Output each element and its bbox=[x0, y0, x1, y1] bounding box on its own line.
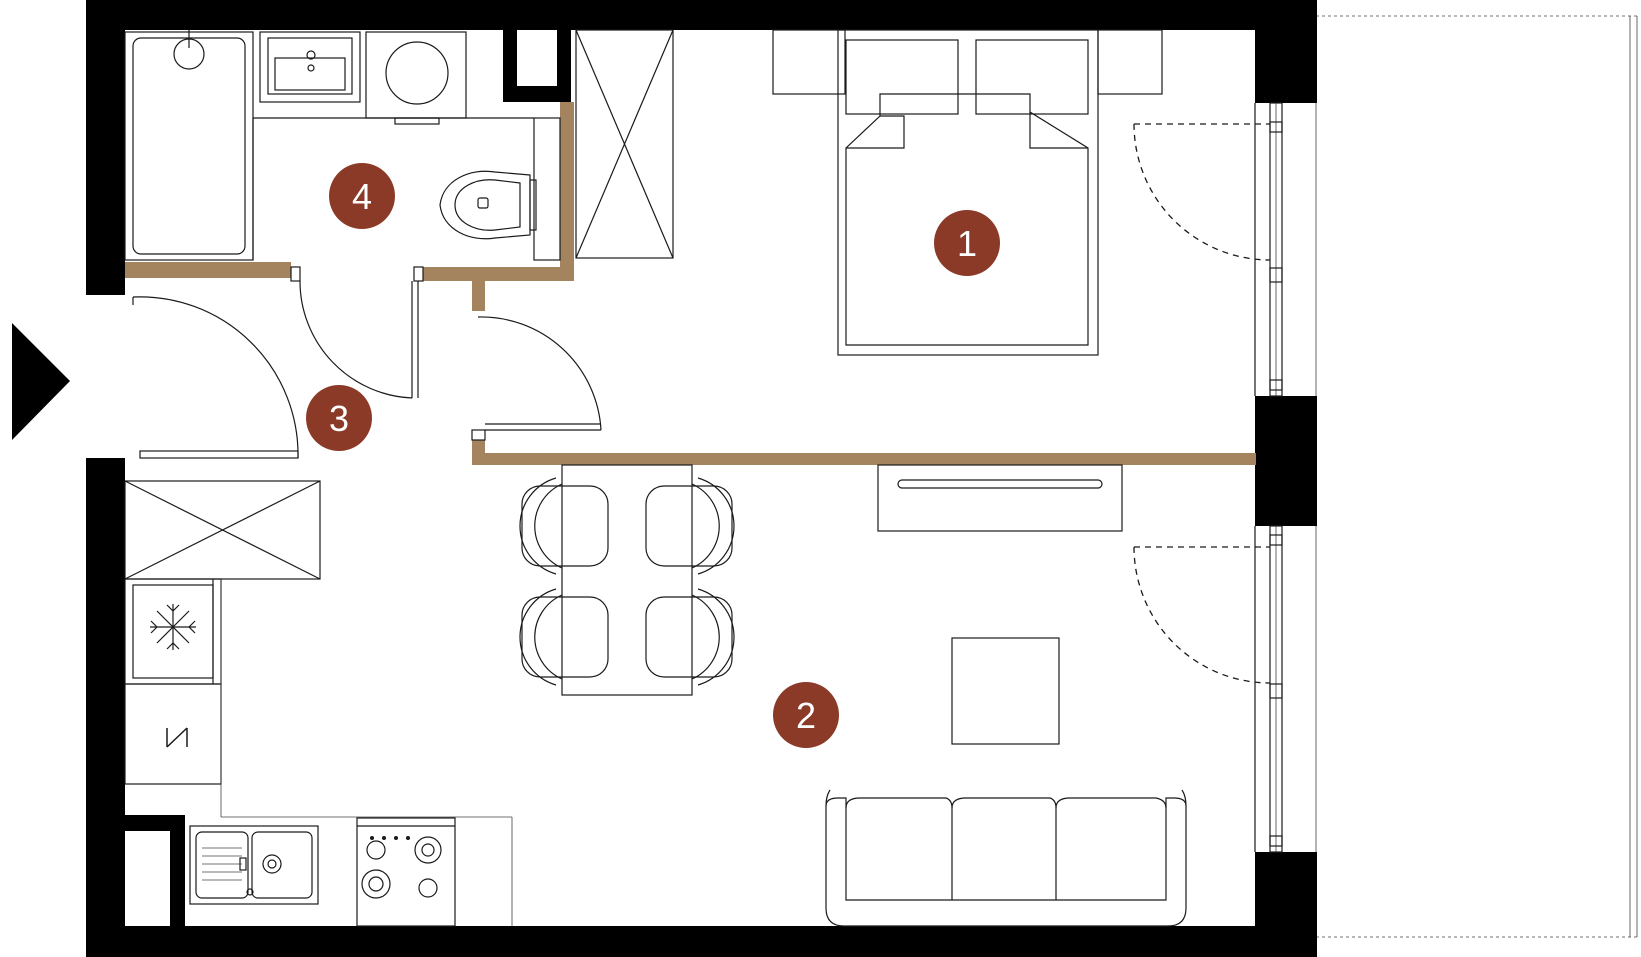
double-bed bbox=[772, 29, 1163, 356]
washing-machine bbox=[365, 31, 467, 125]
balcony bbox=[1315, 15, 1638, 938]
washbasin bbox=[259, 31, 361, 103]
dining-chairs bbox=[519, 477, 735, 686]
coffee-table bbox=[951, 637, 1060, 745]
svg-text:1: 1 bbox=[957, 223, 977, 264]
exterior-walls bbox=[86, 0, 1317, 957]
entrance-door[interactable] bbox=[132, 296, 299, 459]
snowflake-icon bbox=[150, 604, 196, 650]
svg-text:2: 2 bbox=[796, 695, 816, 736]
svg-text:3: 3 bbox=[329, 398, 349, 439]
appliance-symbol-icon bbox=[166, 727, 188, 748]
toilet bbox=[439, 117, 561, 261]
window-bedroom bbox=[1254, 102, 1283, 397]
cooktop bbox=[356, 817, 456, 927]
room-marker-3: 3 bbox=[306, 385, 372, 451]
bathtub bbox=[124, 30, 254, 261]
dishwasher bbox=[124, 683, 222, 785]
tv-stand bbox=[877, 464, 1123, 532]
room-marker-2: 2 bbox=[773, 682, 839, 748]
wardrobe-bedroom bbox=[575, 29, 674, 259]
room-marker-1: 1 bbox=[934, 210, 1000, 276]
balcony-door-bedroom[interactable] bbox=[1133, 123, 1271, 261]
room-marker-4: 4 bbox=[329, 163, 395, 229]
bedroom-door[interactable] bbox=[471, 316, 602, 441]
entrance-arrow-icon bbox=[12, 323, 70, 440]
interior-partitions bbox=[125, 102, 1256, 465]
kitchen-sink bbox=[189, 825, 319, 905]
dining-table bbox=[561, 464, 693, 696]
bathroom-door[interactable] bbox=[290, 266, 424, 399]
window-living bbox=[1254, 525, 1283, 853]
sofa bbox=[825, 789, 1187, 927]
balcony-door-living[interactable] bbox=[1133, 546, 1271, 684]
svg-text:4: 4 bbox=[352, 176, 372, 217]
kitchen-counter bbox=[220, 579, 513, 926]
wardrobe-hall bbox=[124, 480, 321, 580]
